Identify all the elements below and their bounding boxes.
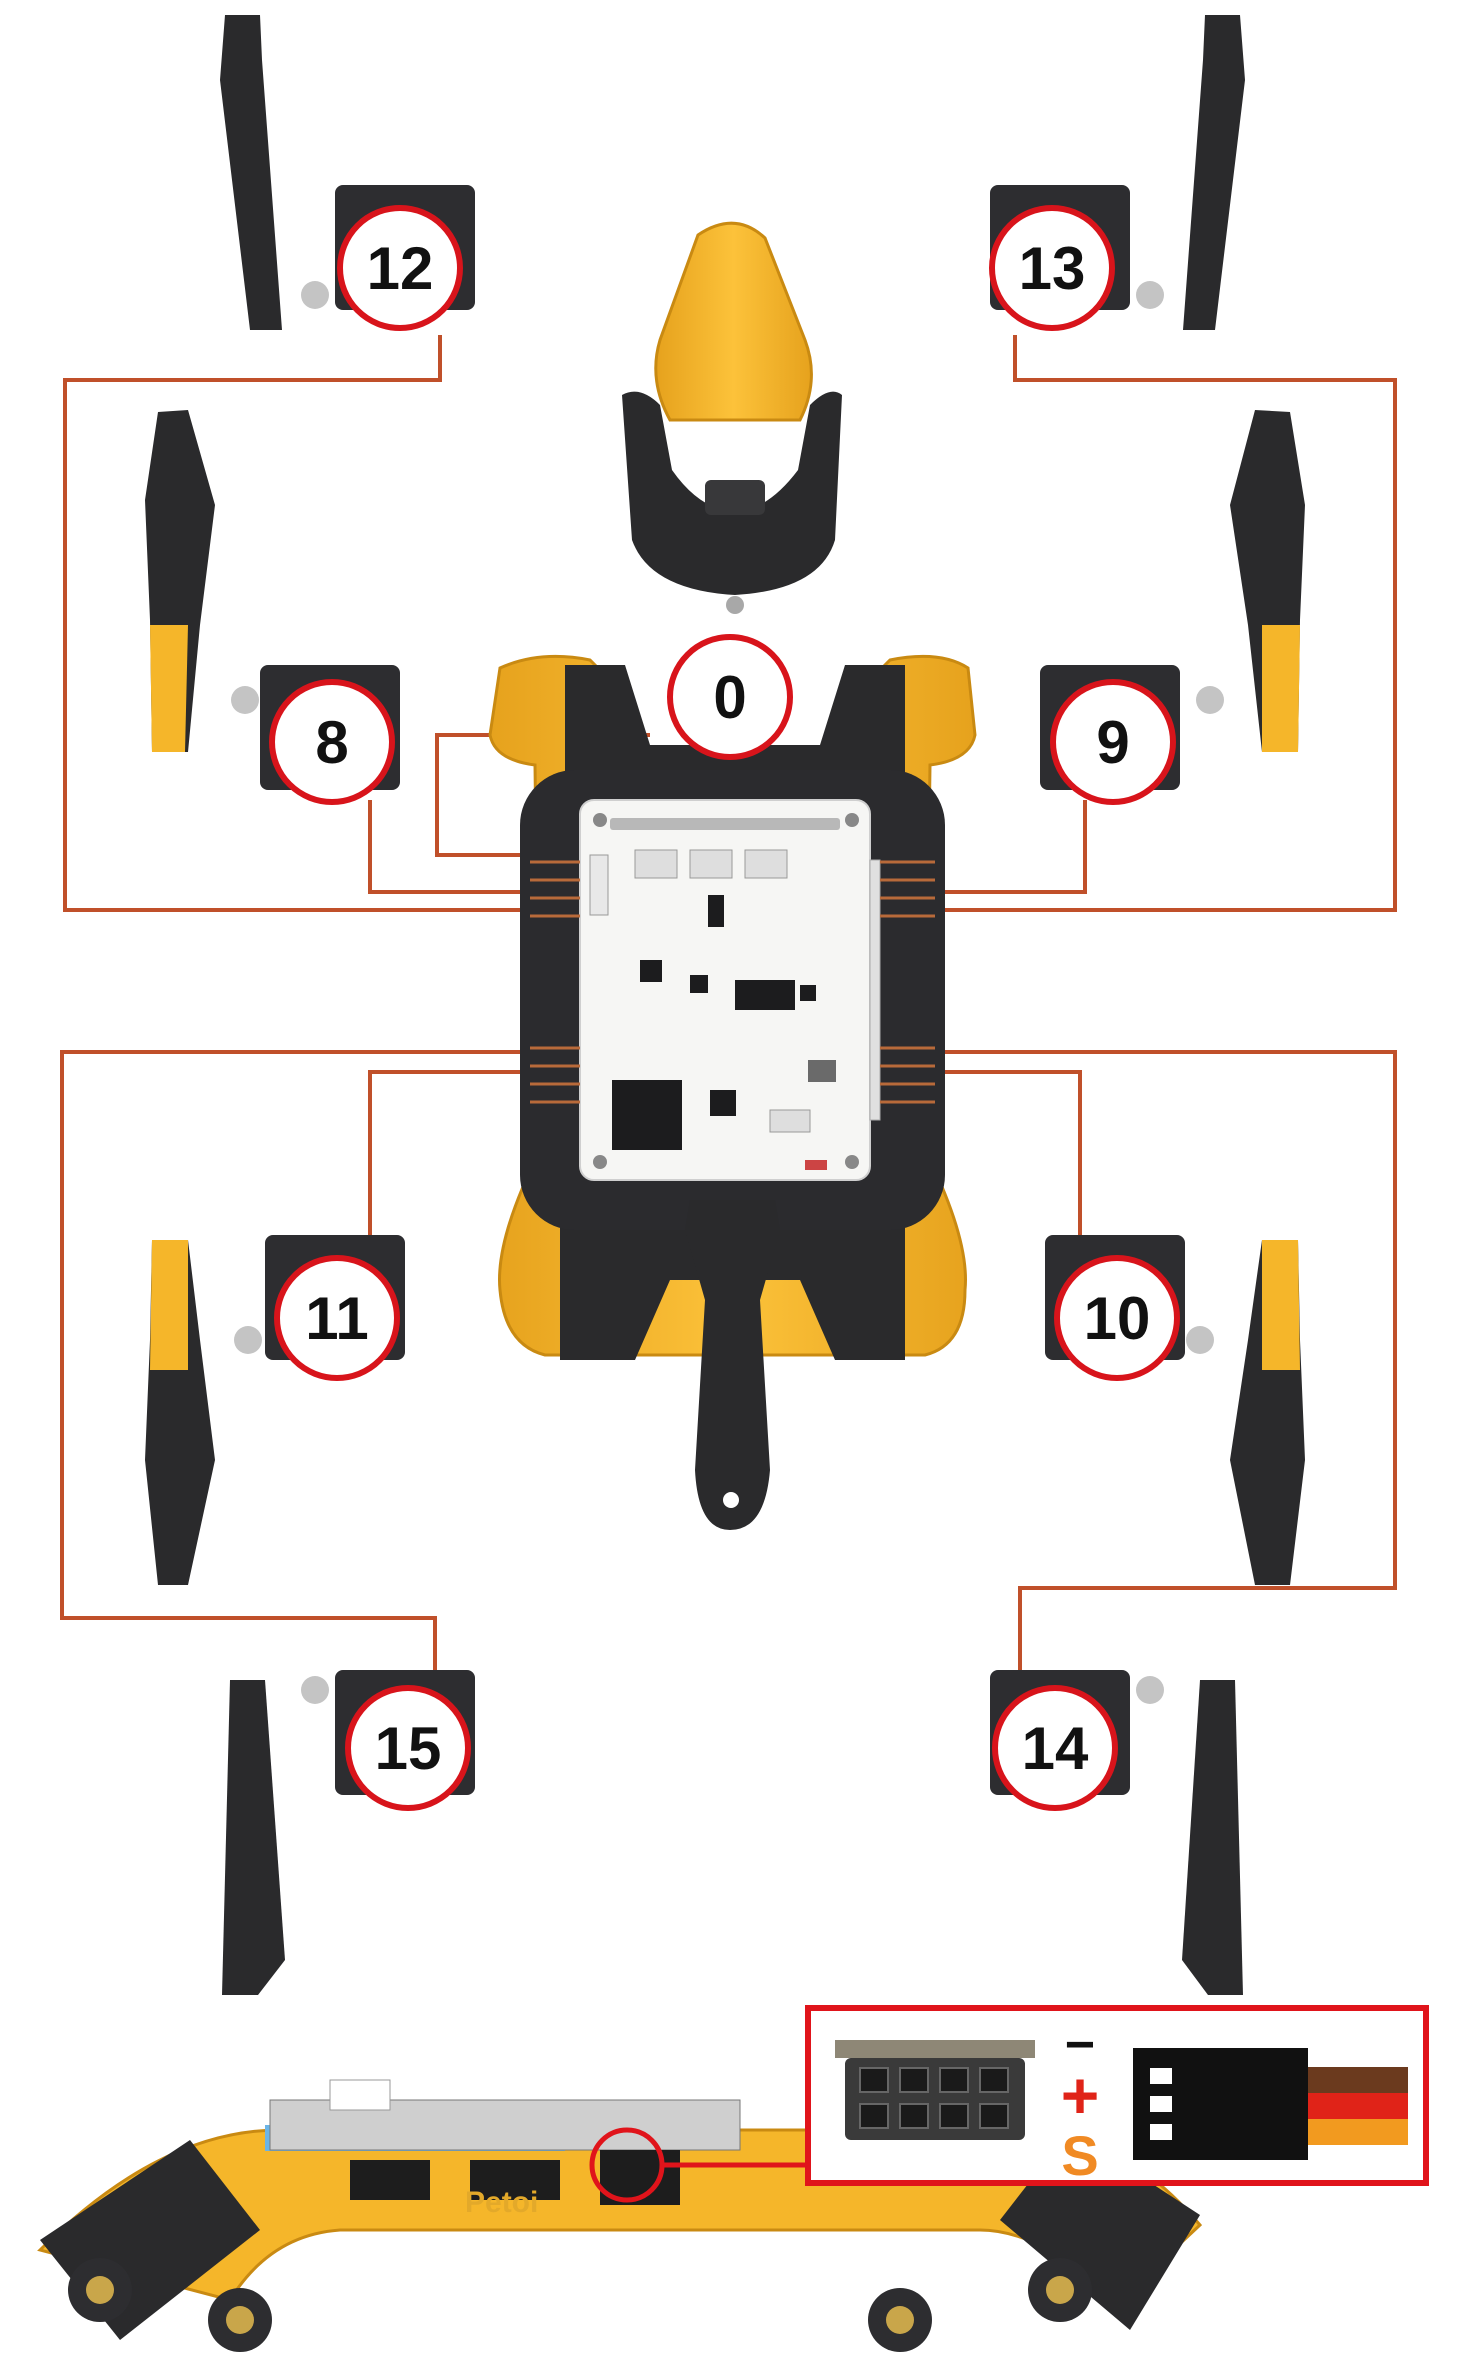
svg-text:11: 11 [305, 1285, 368, 1352]
wire-servo-10 [915, 1070, 1082, 1245]
board-components [589, 813, 881, 1170]
svg-text:12: 12 [367, 235, 434, 302]
svg-text:8: 8 [315, 709, 348, 776]
wire-servo-12 [63, 335, 545, 912]
pin-legend: − + S [805, 2005, 1429, 2187]
wire-servo-13 [915, 335, 1397, 912]
wire-orange [1308, 2119, 1408, 2145]
svg-text:15: 15 [375, 1715, 442, 1782]
wire-servo-11 [368, 1070, 545, 1245]
servo-badge-12: 12 [337, 205, 463, 331]
ground-symbol: − [1065, 2016, 1095, 2074]
servo-badge-10: 10 [1054, 1255, 1180, 1381]
svg-text:13: 13 [1019, 235, 1086, 302]
wire-servo-14 [915, 1050, 1397, 1670]
robot-head [622, 221, 842, 614]
upper-legs [145, 410, 1305, 1585]
wire-servo-8 [368, 800, 545, 894]
svg-text:0: 0 [713, 664, 746, 731]
servo-badge-11: 11 [274, 1255, 400, 1381]
wire-red [1308, 2093, 1408, 2119]
header-pins [530, 860, 935, 1104]
svg-text:14: 14 [1022, 1715, 1089, 1782]
signal-symbol: S [1061, 2124, 1098, 2187]
lower-legs [220, 15, 1245, 1995]
wires [60, 335, 1397, 1670]
tail [685, 1200, 780, 1530]
svg-text:10: 10 [1084, 1285, 1151, 1352]
servo-badge-15: 15 [345, 1685, 471, 1811]
wire-servo-15 [60, 1050, 545, 1670]
servo-badge-0: 0 [667, 634, 793, 760]
wire-servo-9 [915, 800, 1087, 894]
servo-badge-14: 14 [992, 1685, 1118, 1811]
wire-brown [1308, 2067, 1408, 2093]
servo-badge-9: 9 [1050, 679, 1176, 805]
svg-text:9: 9 [1096, 709, 1129, 776]
power-symbol: + [1061, 2058, 1100, 2132]
body-label: Petoi [465, 2186, 538, 2219]
servo-badge-8: 8 [269, 679, 395, 805]
servo-badge-13: 13 [989, 205, 1115, 331]
robot-body [488, 654, 977, 1530]
